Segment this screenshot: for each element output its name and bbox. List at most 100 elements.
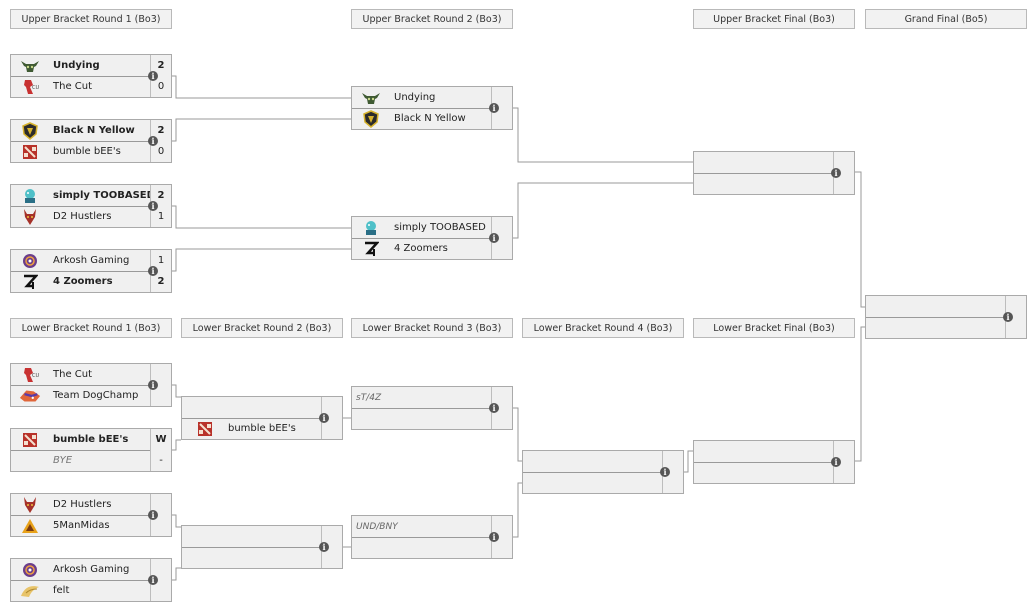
team-name: Black N Yellow (53, 125, 135, 136)
match-info-icon[interactable]: i (489, 532, 499, 542)
match-info-icon[interactable]: i (831, 457, 841, 467)
team-slot[interactable] (182, 547, 322, 568)
score: 2 (157, 60, 165, 71)
header-lower-round-2: Lower Bracket Round 2 (Bo3) (181, 318, 343, 338)
team-slot[interactable] (694, 441, 834, 463)
team-slot[interactable]: Black N Yellow (11, 120, 151, 142)
team-slot[interactable] (523, 472, 663, 493)
team-slot[interactable]: Arkosh Gaming (11, 559, 151, 581)
score: 0 (157, 81, 165, 92)
match-info-icon[interactable]: i (148, 510, 158, 520)
team-name: simply TOOBASED (394, 222, 486, 233)
team-slot[interactable] (352, 537, 492, 558)
team-slot[interactable]: sT/4Z (352, 387, 492, 409)
match-info-icon[interactable]: i (489, 403, 499, 413)
lb-r2-match-1[interactable]: bumble bEE's i (181, 396, 343, 440)
ub-r2-match-2[interactable]: simply TOOBASED 4 Zoomers i (351, 216, 513, 260)
lb-r1-match-1[interactable]: CUT The Cut Team DogChamp i (10, 363, 172, 407)
ub-r1-match-4[interactable]: Arkosh Gaming 4 Zoomers 1 2 i (10, 249, 172, 293)
team-slot[interactable] (182, 526, 322, 548)
team-slot[interactable]: bumble bEE's (11, 429, 151, 451)
lb-r1-match-4[interactable]: Arkosh Gaming felt i (10, 558, 172, 602)
team-slot[interactable]: Arkosh Gaming (11, 250, 151, 272)
team-slot[interactable]: Team DogChamp (11, 385, 151, 406)
ub-r2-match-1[interactable]: Undying Black N Yellow i (351, 86, 513, 130)
match-info-icon[interactable]: i (1003, 312, 1013, 322)
team-name: Team DogChamp (53, 390, 139, 401)
score: 2 (157, 190, 165, 201)
match-info-icon[interactable]: i (319, 413, 329, 423)
match-info-icon[interactable]: i (148, 71, 158, 81)
ub-final-match[interactable]: i (693, 151, 855, 195)
lb-final-match[interactable]: i (693, 440, 855, 484)
team-slot[interactable]: D2 Hustlers (11, 206, 151, 227)
match-info-icon[interactable]: i (148, 266, 158, 276)
team-slot[interactable]: simply TOOBASED (352, 217, 492, 239)
lb-r3-match-2[interactable]: UND/BNY i (351, 515, 513, 559)
header-grand-final: Grand Final (Bo5) (865, 9, 1027, 29)
team-slot[interactable]: CUT The Cut (11, 364, 151, 386)
team-slot[interactable]: bumble bEE's (11, 141, 151, 162)
team-slot[interactable]: felt (11, 580, 151, 601)
lb-r4-match[interactable]: i (522, 450, 684, 494)
header-upper-round-2: Upper Bracket Round 2 (Bo3) (351, 9, 513, 29)
match-info-icon[interactable]: i (489, 103, 499, 113)
match-info-icon[interactable]: i (148, 575, 158, 585)
team-slot[interactable]: Black N Yellow (352, 108, 492, 129)
ub-r1-match-3[interactable]: simply TOOBASED D2 Hustlers 2 1 i (10, 184, 172, 228)
team-slot[interactable]: 5ManMidas (11, 515, 151, 536)
devil-head-icon (19, 208, 41, 226)
ub-r1-match-2[interactable]: Black N Yellow bumble bEE's 2 0 i (10, 119, 172, 163)
team-slot[interactable]: UND/BNY (352, 516, 492, 538)
team-slot[interactable] (694, 462, 834, 483)
dog-face-icon (19, 387, 41, 405)
match-info-icon[interactable]: i (148, 136, 158, 146)
devil-head-icon (19, 496, 41, 514)
team-slot[interactable] (866, 317, 1006, 338)
cut-mascot-icon: CUT (19, 78, 41, 96)
match-info-icon[interactable]: i (489, 233, 499, 243)
team-slot[interactable]: CUT The Cut (11, 76, 151, 97)
team-slot[interactable] (352, 408, 492, 429)
lb-r2-match-2[interactable]: i (181, 525, 343, 569)
match-info-icon[interactable]: i (148, 201, 158, 211)
team-slot[interactable] (182, 397, 322, 419)
team-slot[interactable]: simply TOOBASED (11, 185, 151, 207)
lb-r1-match-3[interactable]: D2 Hustlers 5ManMidas i (10, 493, 172, 537)
team-name: Arkosh Gaming (53, 255, 130, 266)
match-info-icon[interactable]: i (319, 542, 329, 552)
team-slot[interactable] (694, 173, 834, 194)
score-column: W - (150, 429, 171, 471)
grand-final-match[interactable]: i (865, 295, 1027, 339)
match-info-icon[interactable]: i (831, 168, 841, 178)
team-slot[interactable]: 4 Zoomers (11, 271, 151, 292)
cut-mascot-icon: CUT (19, 366, 41, 384)
score: 0 (157, 146, 165, 157)
dota-logo-icon (19, 431, 41, 449)
score: 2 (157, 125, 165, 136)
placeholder-name: UND/BNY (356, 521, 398, 532)
team-slot[interactable] (523, 451, 663, 473)
z4-logo-icon (19, 273, 41, 291)
team-name: BYE (53, 455, 73, 466)
z4-logo-icon (360, 240, 382, 258)
team-name: 5ManMidas (53, 520, 110, 531)
match-info-icon[interactable]: i (148, 380, 158, 390)
team-slot[interactable]: Undying (352, 87, 492, 109)
ub-r1-match-1[interactable]: Undying CUT The Cut 2 0 i (10, 54, 172, 98)
lb-r1-match-2[interactable]: bumble bEE's BYE W - (10, 428, 172, 472)
lb-r3-match-1[interactable]: sT/4Z i (351, 386, 513, 430)
team-slot[interactable]: Undying (11, 55, 151, 77)
team-slot[interactable]: D2 Hustlers (11, 494, 151, 516)
team-name: simply TOOBASED (53, 190, 151, 201)
dota-logo-icon (19, 143, 41, 161)
score: - (159, 455, 163, 466)
team-slot[interactable]: bumble bEE's (182, 418, 322, 439)
team-slot[interactable]: 4 Zoomers (352, 238, 492, 259)
match-info-icon[interactable]: i (660, 467, 670, 477)
gold-shield-icon (19, 121, 41, 140)
team-slot[interactable] (866, 296, 1006, 318)
team-slot[interactable]: BYE (11, 450, 151, 471)
team-slot[interactable] (694, 152, 834, 174)
